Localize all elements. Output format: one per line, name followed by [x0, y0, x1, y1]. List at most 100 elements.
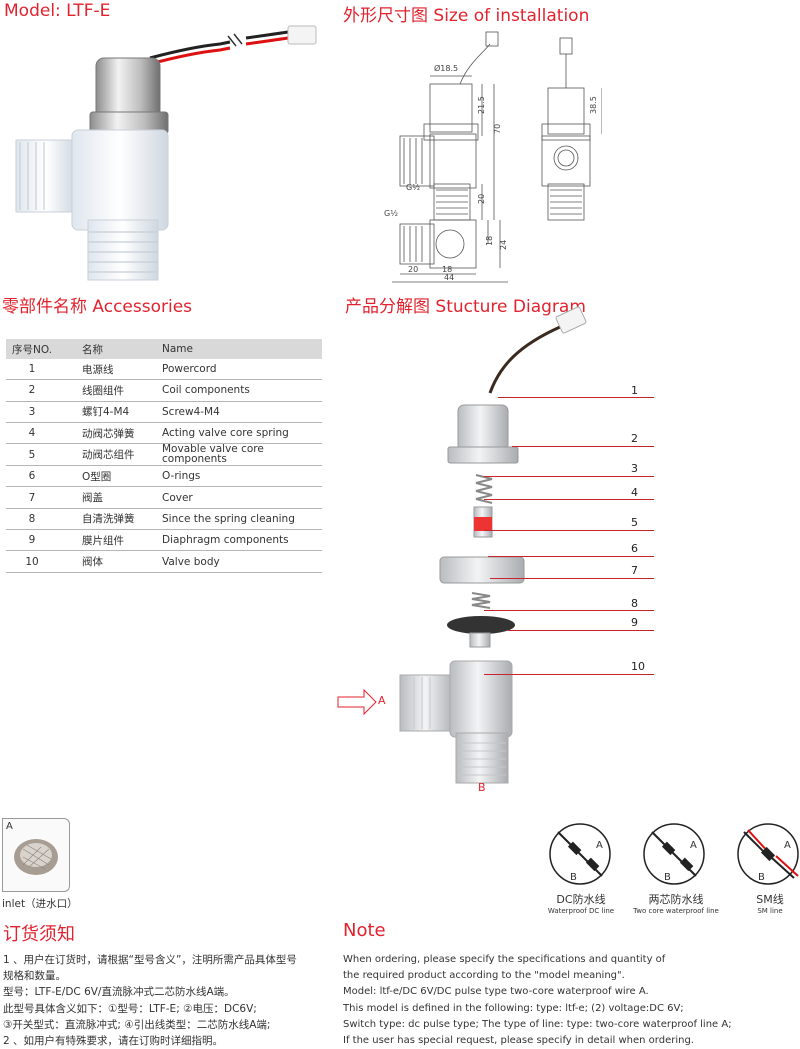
row-cn: O型圈	[58, 465, 162, 488]
row-en: O-rings	[162, 465, 322, 488]
row-no: 9	[6, 529, 58, 552]
wire2-cn: 两芯防水线	[648, 893, 704, 906]
wire2-b: B	[664, 872, 671, 883]
row-cn: 阀盖	[58, 486, 162, 509]
part-label-5: 5	[631, 516, 638, 529]
dim-20-height: 20	[477, 194, 486, 204]
row-no: 3	[6, 401, 58, 423]
header-en: Name	[162, 339, 322, 359]
order-notes: 1 、用户在订货时，请根据“型号含义”，注明所需产品具体型号 规格和数量。 型号…	[3, 952, 297, 1049]
accessories-title: 零部件名称 Accessories	[2, 297, 193, 317]
inlet-label-a: A	[378, 694, 386, 707]
part-label-3: 3	[631, 462, 638, 475]
row-cn: 膜片组件	[58, 529, 162, 552]
note-line: When ordering, please specify the specif…	[343, 954, 666, 965]
filter-label: A	[6, 821, 13, 832]
part-label-6: 6	[631, 542, 638, 555]
note-title: Note	[343, 920, 386, 941]
note-line: This model is defined in the following: …	[343, 1002, 684, 1014]
header-cn: 名称	[58, 339, 162, 359]
dim-44: 44	[444, 273, 454, 282]
note-line: the required product according to the "m…	[343, 970, 625, 982]
wire1-b: B	[570, 872, 577, 883]
structure-diagram	[337, 306, 587, 784]
dim-g-top: G½	[384, 209, 398, 218]
row-en: Movable valve core components	[162, 443, 264, 466]
installation-title: 外形尺寸图 Size of installation	[343, 6, 590, 26]
row-cn: 自清洗弹簧	[58, 508, 162, 531]
dim-24: 24	[499, 240, 508, 250]
order-line: 型号：LTF-E/DC 6V/直流脉冲式二芯防水线A端。	[3, 986, 235, 999]
wire3-a: A	[784, 840, 791, 851]
row-no: 10	[6, 550, 58, 573]
row-en: Since the spring cleaning	[162, 508, 322, 531]
model-title: Model: LTF-E	[4, 1, 111, 21]
wire1-cn: DC防水线	[556, 893, 606, 906]
row-cn: 螺钉4-M4	[58, 401, 162, 423]
part-label-10: 10	[631, 660, 645, 673]
dim-38-5: 38.5	[589, 96, 598, 114]
note-line: Model: ltf-e/DC 6V/DC pulse type two-cor…	[343, 986, 649, 998]
order-line: 规格和数量。	[3, 970, 66, 983]
wire1-a: A	[596, 840, 603, 851]
row-no: 1	[6, 359, 58, 381]
dim-70: 70	[493, 124, 502, 134]
row-en: Coil components	[162, 379, 322, 402]
wire3-en: SM line	[757, 907, 783, 915]
row-no: 4	[6, 422, 58, 445]
row-cn: 动阀芯组件	[58, 443, 162, 467]
order-line: 2 、如用户有特殊要求，请在订购时详细指明。	[3, 1035, 224, 1048]
row-cn: 阀体	[58, 550, 162, 573]
row-en: Valve body	[162, 550, 322, 573]
row-cn: 电源线	[58, 359, 162, 381]
table-header: 序号NO. 名称 Name	[6, 339, 322, 359]
wire-types-icons: A B A B A B	[549, 823, 799, 885]
wire1-en: Waterproof DC line	[547, 907, 615, 915]
filter-mesh-icon	[14, 839, 58, 875]
row-en: Cover	[162, 486, 322, 509]
row-no: 6	[6, 465, 58, 488]
dim-diameter: Ø18.5	[434, 63, 458, 73]
row-no: 8	[6, 508, 58, 531]
row-en: Screw4-M4	[162, 401, 322, 423]
row-no: 2	[6, 379, 58, 402]
note-line: If the user has special request, please …	[343, 1035, 694, 1047]
wire3-b: B	[758, 872, 765, 883]
dim-18-height: 18	[485, 236, 494, 246]
order-line: 此型号具体含义如下：①型号：LTF-E; ②电压：DC6V;	[3, 1002, 257, 1015]
order-line: ③开关型式：直流脉冲式; ④引出线类型：二芯防水线A端;	[3, 1018, 271, 1031]
row-en: Acting valve core spring	[162, 422, 322, 445]
wire2-en: Two core waterproof line	[633, 907, 719, 915]
row-cn: 动阀芯弹簧	[58, 422, 162, 445]
structure-title: 产品分解图 Stucture Diagram	[345, 297, 586, 317]
dim-18-width: 18	[442, 265, 452, 274]
row-en: Diaphragm components	[162, 529, 322, 552]
outlet-label-b: B	[478, 781, 486, 794]
order-title: 订货须知	[3, 924, 75, 945]
note-line: Switch type: dc pulse type; The type of …	[343, 1018, 732, 1030]
installation-drawing: Ø18.5 21.5 70 20 G½ 38.5 G½ 20 18 44 18 …	[384, 31, 602, 283]
order-line: 1 、用户在订货时，请根据“型号含义”，注明所需产品具体型号	[3, 954, 297, 966]
part-label-2: 2	[631, 432, 638, 445]
row-no: 5	[6, 443, 58, 467]
wire3-cn: SM线	[756, 893, 784, 906]
row-en: Powercord	[162, 359, 322, 381]
part-label-8: 8	[631, 597, 638, 610]
part-label-4: 4	[631, 486, 638, 499]
part-label-1: 1	[631, 384, 638, 397]
filter-photo: A	[2, 818, 70, 892]
row-no: 7	[6, 486, 58, 509]
inlet-caption: inlet（进水口）	[2, 898, 78, 910]
dim-20-width: 20	[408, 265, 418, 274]
